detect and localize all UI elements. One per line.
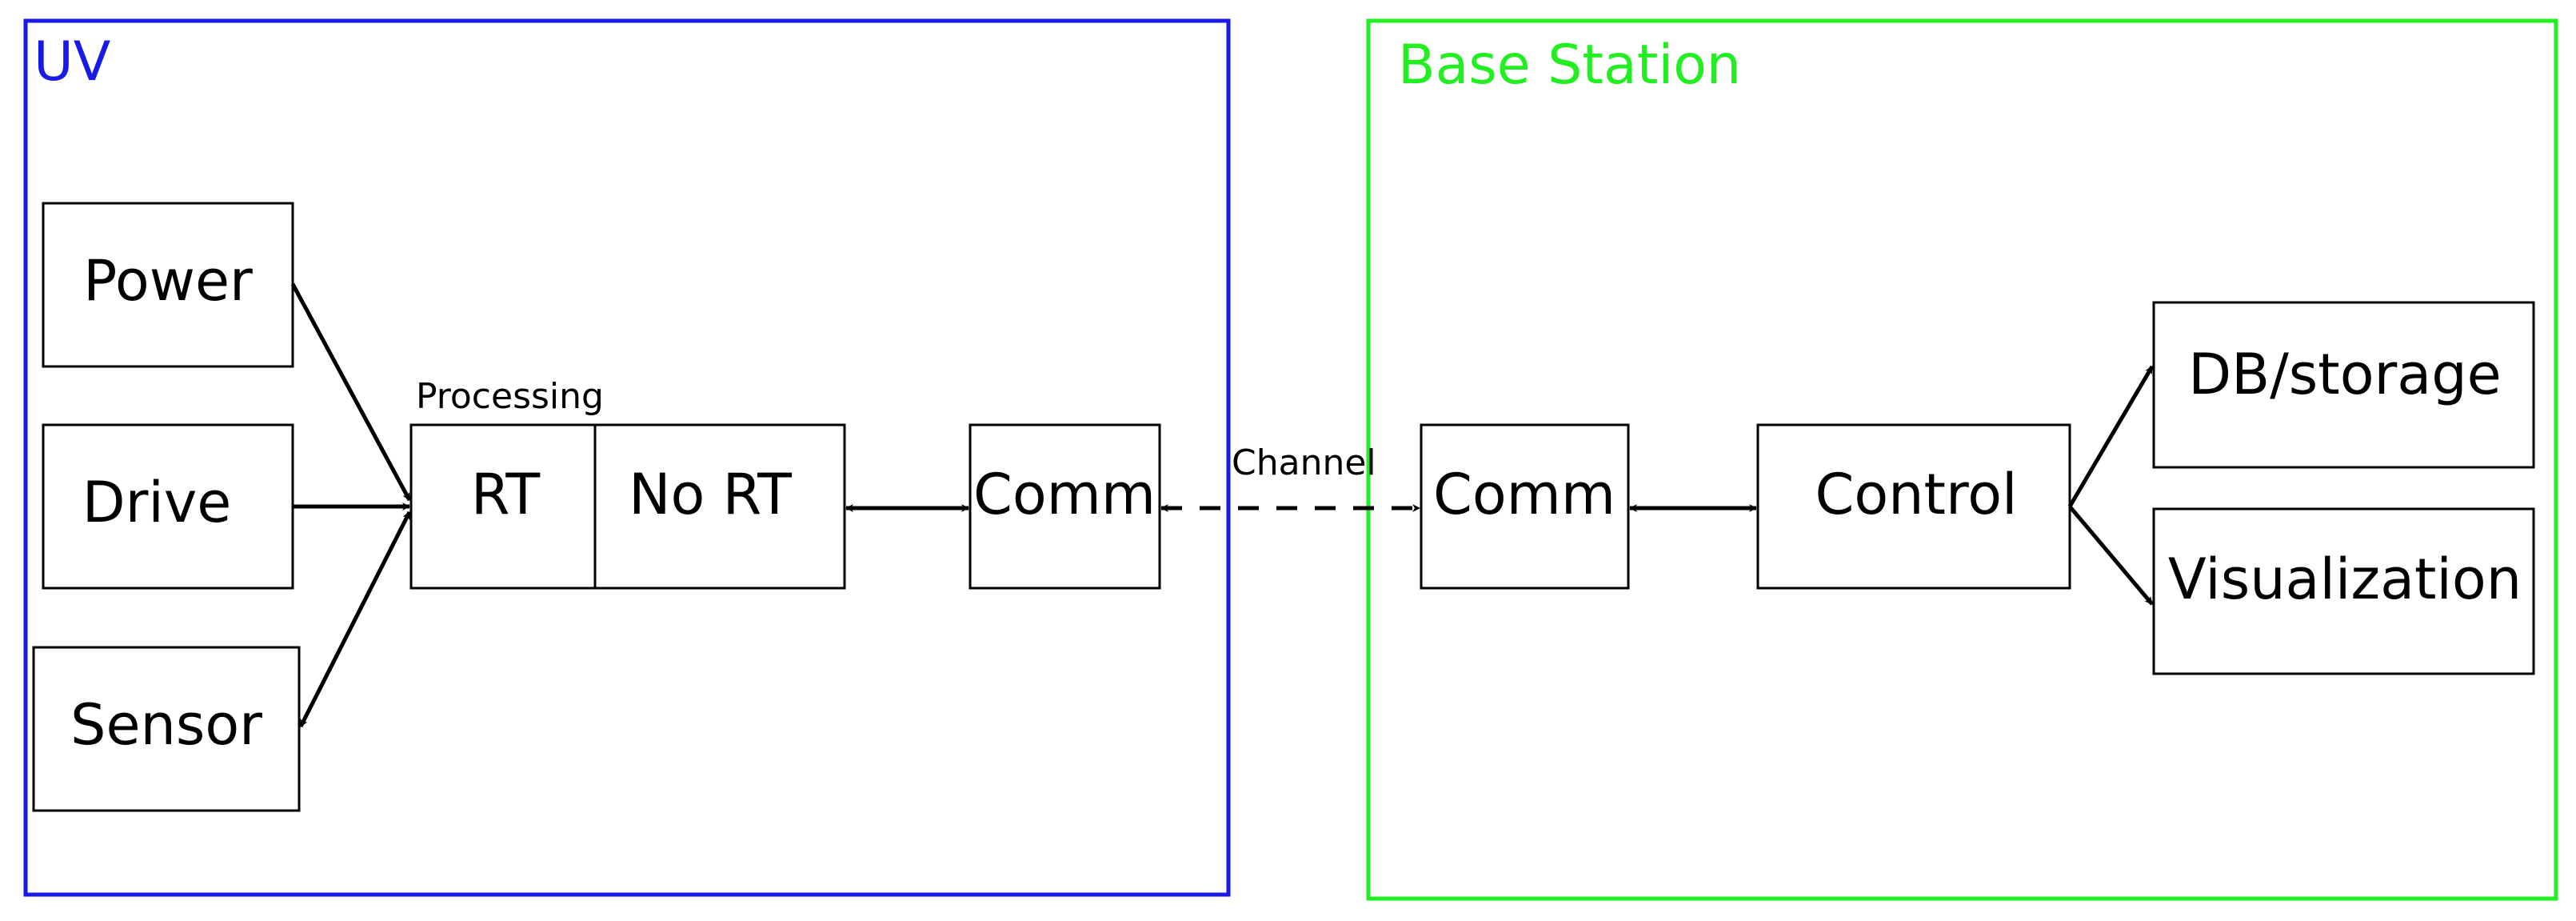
control-label: Control — [1815, 462, 2017, 527]
db-storage-box — [2152, 301, 2535, 469]
power-box — [42, 202, 294, 368]
visualization-box — [2152, 507, 2535, 675]
processing-block: RT No RT — [409, 423, 846, 590]
drive-block: Drive — [42, 423, 294, 590]
control-to-db-arrow — [2067, 365, 2155, 508]
no-rt-box — [593, 423, 846, 590]
sensor-label: Sensor — [70, 692, 262, 758]
control-to-visualization-arrow — [2068, 505, 2154, 606]
drive-box — [42, 423, 294, 590]
uv-comm-block: Comm — [968, 423, 1161, 590]
visualization-label: Visualization — [2168, 547, 2522, 612]
rt-label: RT — [471, 462, 541, 527]
control-block: Control — [1756, 423, 2071, 590]
power-to-processing-arrow — [290, 282, 412, 502]
drive-label: Drive — [82, 470, 232, 535]
uv-comm-box — [968, 423, 1161, 590]
sensor-processing-arrow — [298, 511, 412, 728]
bs-comm-block: Comm — [1420, 423, 1630, 590]
power-label: Power — [83, 248, 253, 314]
base-station-group: Base Station Comm Control DB/storage Vis… — [1366, 18, 2558, 901]
visualization-block: Visualization — [2152, 507, 2535, 675]
sensor-block: Sensor — [32, 646, 301, 812]
uv-group-title: UV — [34, 30, 110, 94]
db-storage-block: DB/storage — [2152, 301, 2535, 469]
db-storage-label: DB/storage — [2188, 342, 2501, 407]
no-rt-label: No RT — [629, 462, 792, 527]
uv-group-border — [23, 18, 1231, 897]
uv-group: UV Power Drive Sensor Processing RT No R… — [23, 18, 1231, 897]
bs-comm-box — [1420, 423, 1630, 590]
uv-comm-label: Comm — [973, 462, 1156, 527]
channel-label: Channel — [1232, 442, 1376, 483]
processing-label: Processing — [416, 376, 604, 417]
bs-comm-label: Comm — [1433, 462, 1615, 527]
rt-box — [409, 423, 597, 590]
base-station-border — [1366, 18, 2558, 901]
power-block: Power — [42, 202, 294, 368]
sensor-box — [32, 646, 301, 812]
base-station-title: Base Station — [1398, 34, 1741, 97]
